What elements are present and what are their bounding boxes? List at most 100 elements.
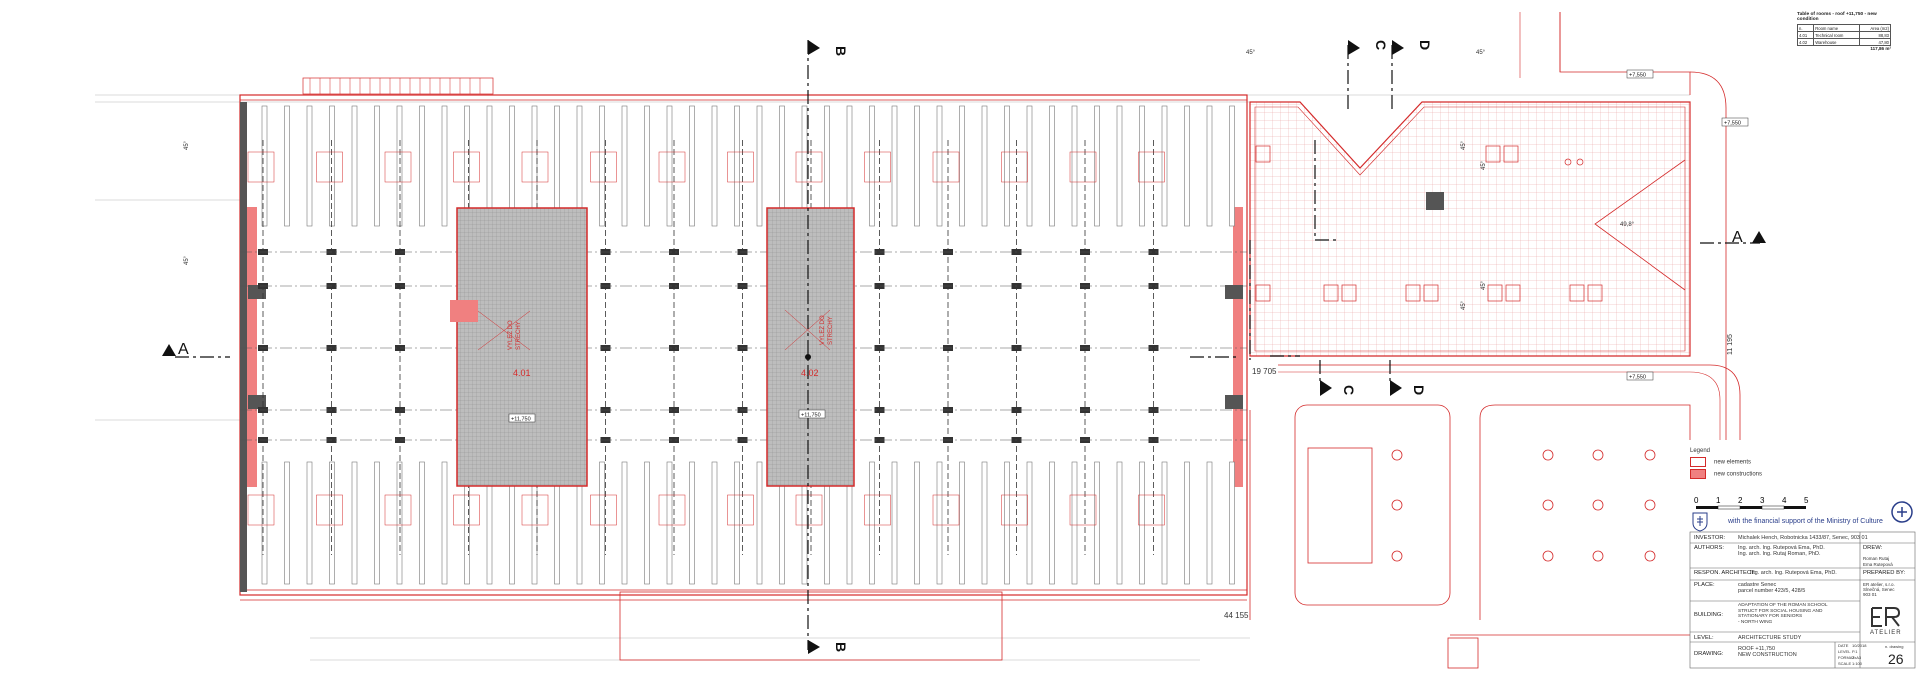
axis-lines: [240, 251, 1247, 441]
room-labels: 4.01 4.02 VYLEZ DO STRECHY VYLEZ DO STRE…: [508, 69, 1749, 423]
building-value: ADAPTATION OF THE ROMAN SCHOOL STRUCT FO…: [1738, 603, 1828, 625]
rafter-grid: [247, 105, 1235, 585]
section-flags: [162, 40, 1766, 654]
angle-1: 45°: [184, 140, 190, 150]
date-label: DATE: [1838, 643, 1849, 648]
authors-label: AUTHORS:: [1694, 545, 1724, 551]
date-value: 10/2018: [1852, 643, 1867, 648]
support-text: with the financial support of the Minist…: [1728, 518, 1883, 525]
section-b-top: B: [833, 46, 849, 56]
section-a-left: A: [178, 341, 189, 358]
angle-7: 45°: [1481, 280, 1487, 290]
level-label: LEVEL:: [1694, 635, 1714, 641]
dim-1: 19 705: [1252, 367, 1277, 376]
drew-value: Roman Rutaj Ema Rutepová: [1863, 556, 1893, 567]
level-mark-3: +7,550: [1629, 73, 1646, 79]
drawing-value: ROOF +11,750 NEW CONSTRUCTION: [1738, 646, 1797, 658]
prepared-value: ER atelier, s.r.o. Slnečná, Senec 903 01: [1863, 582, 1895, 597]
coat-of-arms-icon: [1692, 512, 1708, 532]
format-value: 2xA3: [1852, 655, 1862, 660]
angle-8: 45°: [1461, 300, 1467, 310]
drew-label: DREW:: [1863, 545, 1883, 551]
drawing-label: DRAWING:: [1694, 651, 1724, 657]
investor-label: INVESTOR:: [1694, 535, 1726, 541]
legend: Legend new elements new constructions: [1690, 448, 1762, 479]
scale-value: 1:100: [1852, 661, 1863, 666]
hatch-note-2b: STRECHY: [828, 316, 834, 345]
section-a-right: A: [1732, 229, 1743, 246]
ministry-support: with the financial support of the Minist…: [1690, 501, 1918, 534]
room-table-total: 117,86 m²: [1870, 46, 1891, 51]
room-table: Table of rooms - roof +11,750 - new cond…: [1796, 12, 1892, 51]
legend-swatch-new: [1690, 469, 1706, 479]
angle-4: 45°: [1476, 50, 1486, 56]
col-area: Area (m2): [1858, 24, 1892, 32]
title-block: INVESTOR: Michalek Hench, Robotnicka 143…: [1690, 532, 1915, 668]
scale-tick-2: 2: [1738, 496, 1743, 505]
format-label: FORMAT: [1838, 655, 1855, 660]
angle-6: 45°: [1481, 160, 1487, 170]
scale-tick-1: 1: [1716, 496, 1721, 505]
room-label-4-01: 4.01: [513, 368, 531, 378]
legend-label-new: new constructions: [1714, 471, 1763, 478]
cell-name: Warehouse: [1813, 38, 1860, 46]
place-label: PLACE:: [1694, 582, 1715, 588]
scale-tick-5: 5: [1804, 496, 1809, 505]
dim-2: 44 155: [1224, 611, 1249, 620]
courtyard: [619, 404, 1691, 669]
building-label: BUILDING:: [1694, 612, 1723, 618]
scale-tick-3: 3: [1760, 496, 1765, 505]
level-mark-4: +7,550: [1724, 121, 1741, 127]
logo-text: ATELIER: [1870, 630, 1902, 636]
col-name: Room name: [1813, 24, 1860, 32]
section-c-bottom: C: [1341, 385, 1357, 395]
sheet-number: 26: [1888, 651, 1904, 667]
cell-name: Technical room: [1813, 31, 1860, 39]
authors-value: Ing. arch. Ing. Rutepová Ema, PhD. Ing. …: [1738, 545, 1825, 557]
sheet-label: n. drawing: [1885, 644, 1904, 649]
level-mark-5: +7,550: [1629, 375, 1646, 381]
cell-no: 4.02: [1796, 38, 1815, 46]
levels-value: P.1: [1852, 649, 1858, 654]
hatch-note-1a: VYLEZ DO: [508, 320, 514, 350]
cell-no: 4.01: [1796, 31, 1815, 39]
section-c-top: C: [1373, 40, 1389, 50]
level-mark-2: +11,750: [801, 413, 821, 419]
legend-swatch-existing: [1690, 457, 1706, 467]
prepared-label: PREPARED BY:: [1863, 570, 1906, 576]
legend-item-new: new constructions: [1690, 469, 1762, 479]
level-mark-1: +11,750: [511, 417, 531, 423]
room-table-grid: n. Room name Area (m2) 4.01 Technical ro…: [1796, 24, 1892, 46]
angle-2: 45°: [184, 255, 190, 265]
section-labels: B C D B C D A A: [178, 40, 1743, 652]
place-value: cadastre Senec parcel number 423/5, 428/…: [1738, 582, 1806, 594]
scale-tick-0: 0: [1694, 496, 1699, 505]
section-d-top: D: [1417, 40, 1433, 50]
room-4-01: [450, 207, 588, 487]
scale-bar: 0 1 2 3 4 5: [1694, 496, 1809, 510]
cell-area: 47,80: [1858, 38, 1892, 46]
col-no: n.: [1796, 24, 1815, 32]
scale-tick-4: 4: [1782, 496, 1787, 505]
roof-wing: [1249, 12, 1741, 440]
dimension-labels: 19 705 44 155 11 195 49,8°: [1224, 222, 1734, 620]
title-block-frame: [1689, 531, 1916, 669]
section-d-bottom: D: [1411, 385, 1427, 395]
angle-labels: 45° 45° 45° 45° 45° 45° 45° 45°: [184, 50, 1487, 310]
level-value: ARCHITECTURE STUDY: [1738, 635, 1802, 641]
legend-label-existing: new elements: [1714, 459, 1752, 466]
hatch-note-1b: STRECHY: [516, 321, 522, 350]
room-label-4-02: 4.02: [801, 368, 819, 378]
room-table-header: n. Room name Area (m2): [1796, 24, 1892, 32]
dim-3: 11 195: [1727, 334, 1734, 355]
angle-3: 45°: [1246, 50, 1256, 56]
scale-label: SCALE: [1838, 661, 1852, 666]
table-row: 4.02 Warehouse 47,80: [1796, 38, 1892, 46]
hatch-note-2a: VYLEZ DO: [820, 315, 826, 345]
respon-value: Ing. arch. Ing. Rutepová Ema, PhD.: [1750, 570, 1837, 576]
dim-4: 49,8°: [1620, 222, 1635, 228]
er-atelier-logo-icon: [1871, 607, 1901, 627]
legend-item-existing: new elements: [1690, 457, 1762, 467]
cell-area: 88,83: [1858, 31, 1892, 39]
